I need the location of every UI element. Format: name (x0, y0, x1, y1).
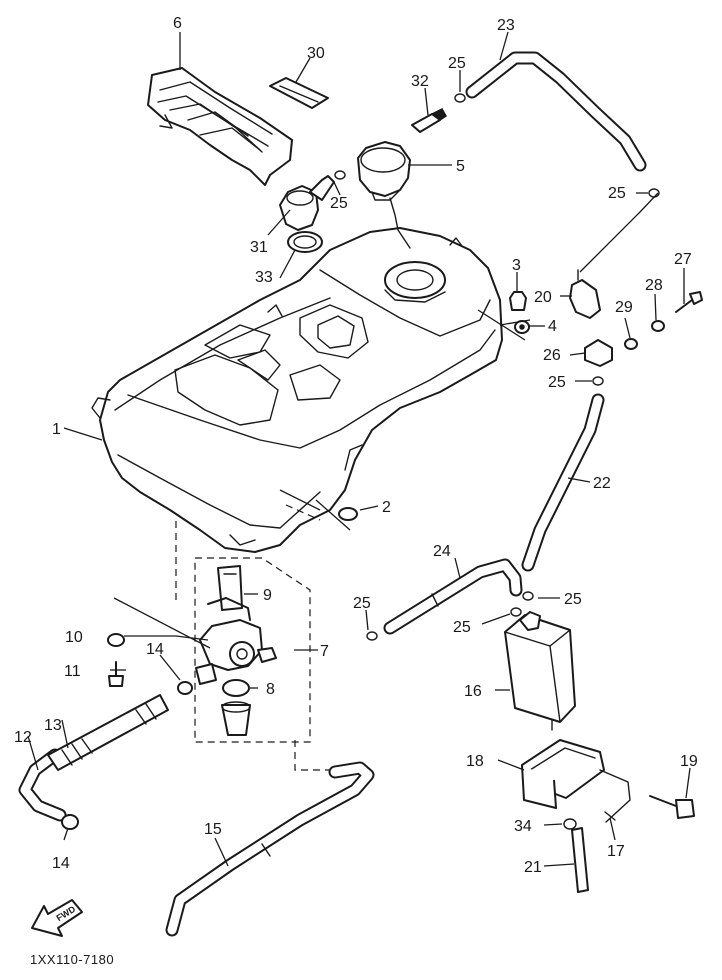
callout-25: 25 (330, 195, 348, 212)
callout-10: 10 (65, 629, 83, 646)
canister (504, 611, 576, 731)
callout-25: 25 (564, 591, 582, 608)
callout-24: 24 (433, 543, 451, 560)
callout-3: 3 (512, 257, 521, 274)
bracket-17 (604, 811, 616, 821)
bolt-19 (649, 795, 695, 819)
clip-25d (592, 376, 604, 386)
fuel-cock-assembly (175, 504, 330, 771)
clip-34 (563, 818, 577, 830)
callout-labels: 6 30 23 25 32 5 25 31 33 3 4 20 25 27 28… (14, 15, 698, 876)
callout-25: 25 (353, 595, 371, 612)
clip-25a (454, 93, 466, 103)
bolt (411, 108, 447, 133)
callout-30: 30 (307, 45, 325, 62)
washer-10 (107, 633, 125, 647)
callout-9: 9 (263, 587, 272, 604)
clip-25f (510, 607, 522, 617)
hose-24 (383, 558, 523, 635)
callout-25: 25 (608, 185, 626, 202)
fwd-arrow-icon: FWD (31, 899, 83, 937)
callout-19: 19 (680, 753, 698, 770)
callout-25: 25 (548, 374, 566, 391)
clamp-14a (177, 681, 193, 695)
bolt-27 (675, 291, 703, 313)
breather-hose-23 (465, 51, 647, 172)
callout-4: 4 (548, 318, 557, 335)
callout-6: 6 (173, 15, 182, 32)
hose-15 (165, 761, 375, 937)
callout-8: 8 (266, 681, 275, 698)
callout-22: 22 (593, 475, 611, 492)
callout-33: 33 (255, 269, 273, 286)
callout-25: 25 (453, 619, 471, 636)
washer-28 (651, 320, 665, 332)
clip-25b (334, 170, 346, 180)
callout-2: 2 (382, 499, 391, 516)
callout-32: 32 (411, 73, 429, 90)
callout-27: 27 (674, 251, 692, 268)
clamp-14b (61, 814, 79, 830)
callout-13: 13 (44, 717, 62, 734)
screw-11 (108, 661, 124, 687)
clip-25e (522, 591, 534, 601)
callout-18: 18 (466, 753, 484, 770)
fuel-tank (91, 227, 503, 553)
callout-26: 26 (543, 347, 561, 364)
callout-1: 1 (52, 421, 61, 438)
hose-22 (521, 393, 605, 572)
nut-29 (624, 338, 638, 350)
clip (287, 231, 323, 253)
fuel-cap (357, 141, 411, 249)
breather-cap (279, 175, 335, 231)
clamp-bracket (584, 339, 613, 367)
hose-protector-13 (47, 694, 169, 771)
callout-31: 31 (250, 239, 268, 256)
callout-5: 5 (456, 158, 465, 175)
callout-21: 21 (524, 859, 542, 876)
leader-lines (27, 31, 691, 867)
callout-29: 29 (615, 299, 633, 316)
hose-21 (571, 827, 589, 893)
callout-23: 23 (497, 17, 515, 34)
pad (269, 77, 329, 109)
callout-16: 16 (464, 683, 482, 700)
callout-12: 12 (14, 729, 32, 746)
callout-14: 14 (146, 641, 164, 658)
drawing-code: 1XX110-7180 (30, 952, 114, 967)
grommet (509, 291, 527, 311)
callout-15: 15 (204, 821, 222, 838)
callout-28: 28 (645, 277, 663, 294)
canister-bracket (521, 739, 631, 823)
fuel-hose-12 (18, 748, 67, 822)
callout-20: 20 (534, 289, 552, 306)
callout-17: 17 (607, 843, 625, 860)
fuel-filter (569, 269, 601, 319)
callout-34: 34 (514, 818, 532, 835)
callout-14: 14 (52, 855, 70, 872)
clip-25g (366, 631, 378, 641)
callout-11: 11 (64, 663, 81, 680)
callout-25: 25 (448, 55, 466, 72)
damper (338, 507, 358, 521)
heat-shield (147, 67, 293, 186)
callout-7: 7 (320, 643, 329, 660)
